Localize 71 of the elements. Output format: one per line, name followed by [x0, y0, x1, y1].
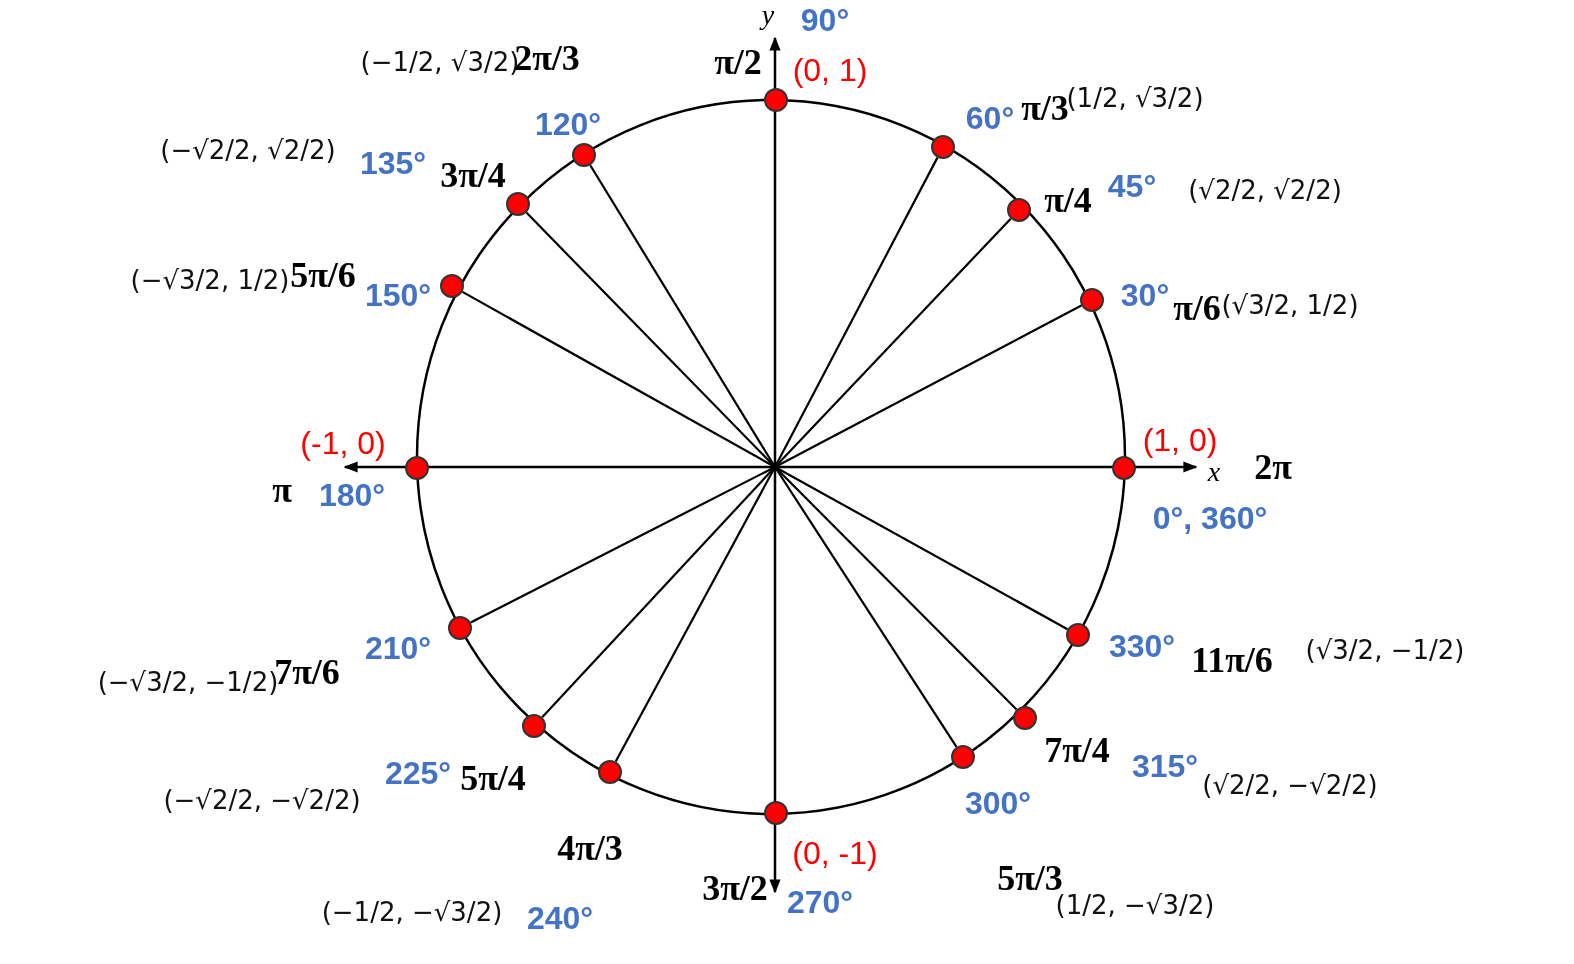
- point-dot: [951, 745, 975, 769]
- radian-label: 7π/4: [1044, 729, 1110, 771]
- point-dot: [1112, 456, 1136, 480]
- point-label: (0, -1): [792, 834, 878, 872]
- coordinate-label: (√3/2, −1/2): [1305, 635, 1465, 665]
- radian-label: 5π/4: [460, 757, 526, 799]
- point-dot: [931, 135, 955, 159]
- radius-line: [470, 466, 776, 624]
- axis-label: y: [761, 0, 775, 31]
- coordinate-label: (−√2/2, −√2/2): [163, 785, 361, 815]
- radian-label: π/3: [1021, 88, 1069, 129]
- coordinate-label: (−√3/2, −1/2): [97, 667, 279, 697]
- degree-label: 150°: [364, 276, 432, 314]
- radian-label: π/2: [714, 41, 762, 83]
- coordinate-label: (−√3/2, 1/2): [130, 265, 290, 295]
- radius-line: [525, 211, 776, 468]
- radius-line: [774, 304, 1082, 468]
- point-dot: [764, 801, 788, 825]
- radius-line: [614, 466, 776, 762]
- point-dot: [1066, 623, 1090, 647]
- radian-label: π: [272, 469, 292, 511]
- radian-label: 3π/4: [440, 154, 506, 196]
- degree-label: 210°: [364, 629, 432, 667]
- coordinate-label: (−√2/2, √2/2): [160, 135, 336, 165]
- point-dot: [440, 274, 464, 298]
- degree-label: 30°: [1120, 276, 1170, 314]
- radian-label: 4π/3: [557, 827, 623, 869]
- degree-label: 315°: [1131, 747, 1199, 785]
- point-dot: [522, 714, 546, 738]
- radian-label: π/6: [1173, 287, 1221, 329]
- radian-label: 2π: [1254, 446, 1292, 488]
- coordinate-label: (√2/2, −√2/2): [1202, 770, 1378, 800]
- point-dot: [405, 456, 429, 480]
- radius-line: [774, 157, 939, 468]
- degree-label: 240°: [526, 899, 594, 937]
- radius-line: [774, 466, 1069, 631]
- point-label: (0, 1): [792, 51, 868, 89]
- radius-line: [774, 217, 1012, 468]
- degree-label: 225°: [384, 754, 452, 792]
- point-dot: [764, 88, 788, 112]
- point-dot: [1013, 706, 1037, 730]
- degree-label: 90°: [800, 1, 850, 39]
- radius-line: [461, 290, 776, 468]
- degree-label: 330°: [1108, 627, 1176, 665]
- coordinate-label: (−1/2, −√3/2): [321, 897, 503, 927]
- radius-line: [774, 466, 1018, 711]
- degree-label: 135°: [359, 144, 427, 182]
- coordinate-label: (√2/2, √2/2): [1188, 175, 1342, 205]
- radian-label: π/4: [1044, 179, 1092, 221]
- point-dot: [506, 192, 530, 216]
- radian-label: 11π/6: [1191, 639, 1273, 681]
- degree-label: 180°: [318, 476, 386, 514]
- point-dot: [448, 616, 472, 640]
- degree-label: 60°: [965, 99, 1015, 137]
- degree-label: 45°: [1107, 167, 1157, 205]
- point-dot: [598, 760, 622, 784]
- point-dot: [572, 143, 596, 167]
- degree-label: 0°, 360°: [1152, 499, 1268, 537]
- coordinate-label: (√3/2, 1/2): [1221, 290, 1359, 320]
- radius-line: [589, 164, 776, 468]
- radius-line: [541, 466, 776, 718]
- radius-line: [774, 466, 958, 748]
- degree-label: 270°: [786, 883, 854, 921]
- radian-label: 3π/2: [702, 867, 768, 909]
- point-label: (1, 0): [1142, 421, 1218, 459]
- point-dot: [1007, 198, 1031, 222]
- radian-label: 5π/6: [290, 254, 356, 296]
- degree-label: 300°: [964, 784, 1032, 822]
- point-label: (-1, 0): [300, 424, 386, 462]
- degree-label: 120°: [534, 105, 602, 143]
- point-dot: [1080, 288, 1104, 312]
